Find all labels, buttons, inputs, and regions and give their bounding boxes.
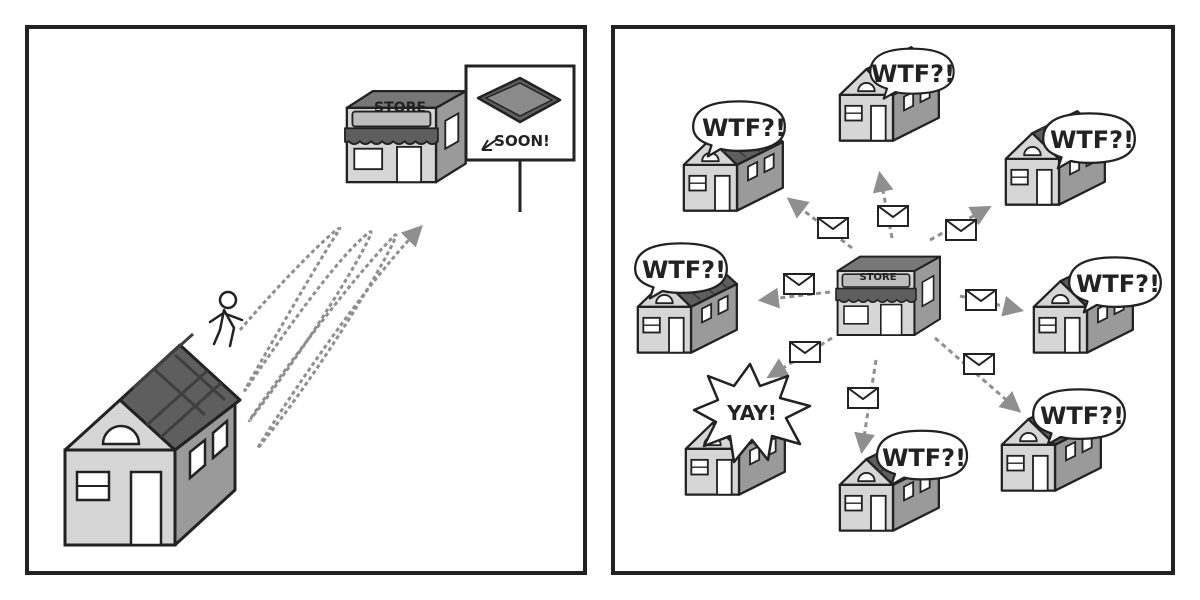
envelope-icon	[847, 387, 879, 409]
house-icon	[63, 332, 242, 547]
billboard-icon	[464, 64, 576, 212]
reaction-text: WTF?!	[1040, 402, 1124, 430]
reaction-text: WTF?!	[871, 60, 955, 88]
reaction-text: YAY!	[726, 401, 777, 425]
envelope-icon	[963, 353, 995, 375]
person-icon	[208, 290, 244, 348]
store-sign: STORE	[374, 100, 426, 116]
reaction-text: WTF?!	[882, 444, 966, 472]
envelope-icon	[945, 219, 977, 241]
center-store-sign: STORE	[859, 272, 896, 283]
reaction-text: WTF?!	[1050, 126, 1134, 154]
reaction-text: WTF?!	[642, 256, 726, 284]
smartphone-icon	[476, 76, 562, 124]
envelope-icon	[817, 217, 849, 239]
burst-bubble	[692, 362, 812, 464]
envelope-icon	[965, 289, 997, 311]
envelope-icon	[789, 341, 821, 363]
envelope-icon	[783, 273, 815, 295]
path-trail	[238, 224, 423, 450]
billboard-text: SOON!	[494, 132, 550, 150]
reaction-text: WTF?!	[702, 114, 786, 142]
reaction-text: WTF?!	[1076, 270, 1160, 298]
store-icon	[834, 255, 942, 337]
envelope-icon	[877, 205, 909, 227]
